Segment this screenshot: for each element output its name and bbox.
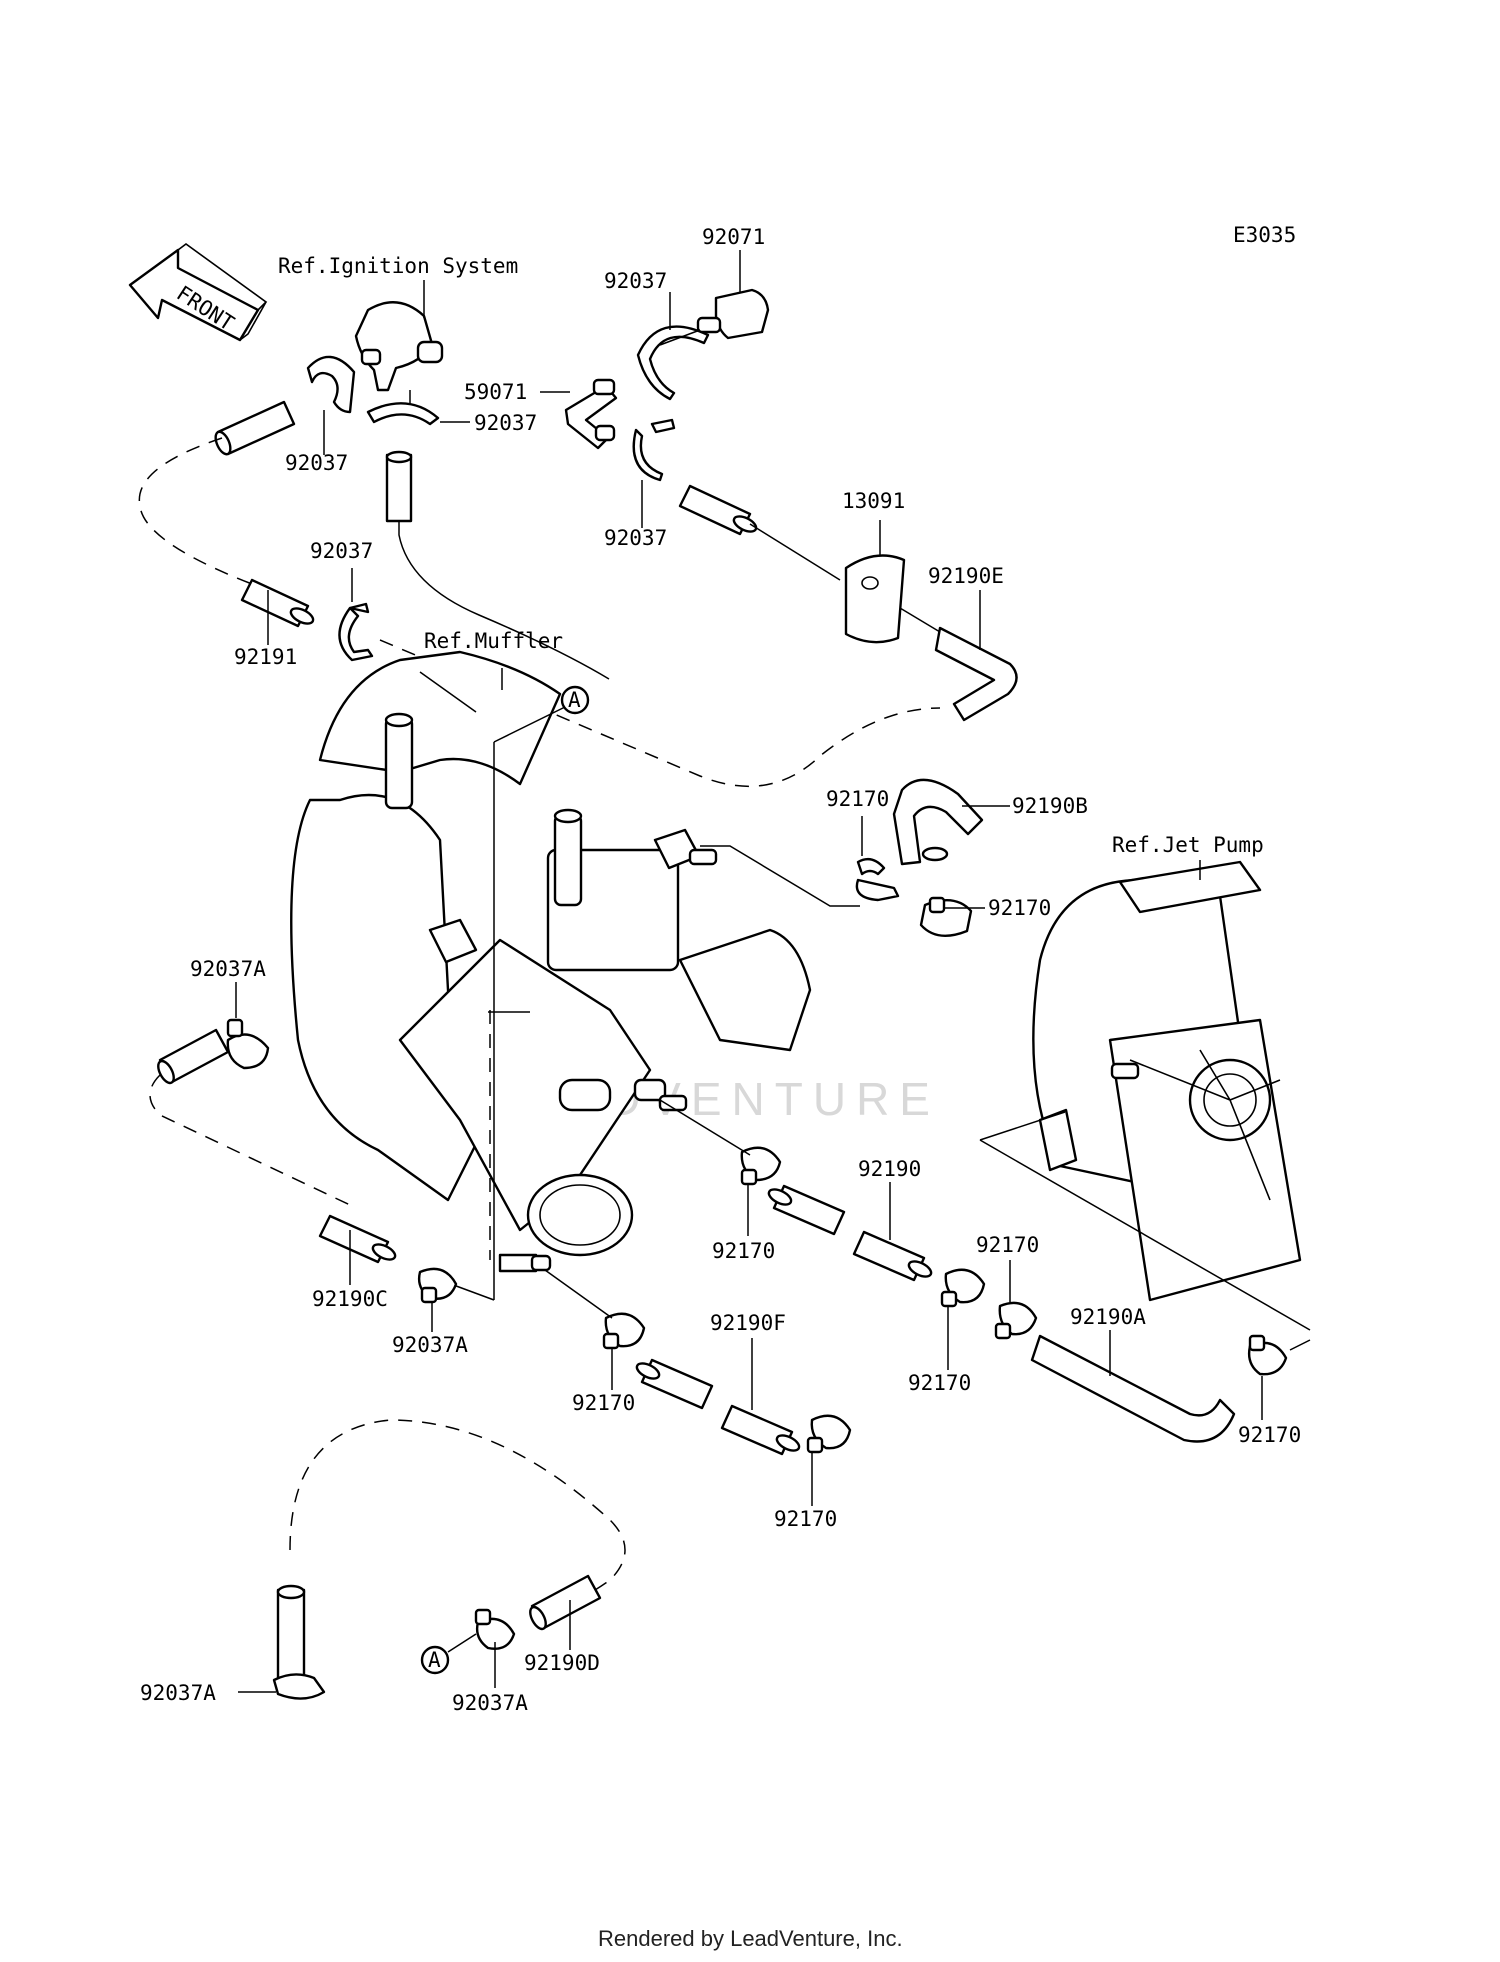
front-arrow-icon: FRONT — [128, 243, 268, 342]
label-92037-ign: 92037 — [474, 411, 537, 435]
label-92170-b: 92170 — [976, 1233, 1039, 1257]
label-92190F: 92190F — [710, 1311, 786, 1335]
filter-13091 — [844, 520, 906, 644]
clamp-top — [636, 325, 710, 401]
hose-92190 — [767, 1182, 933, 1282]
hose-ignition-vertical — [385, 450, 413, 523]
label-92037-left: 92037 — [285, 451, 348, 475]
label-92170-a: 92170 — [712, 1239, 775, 1263]
label-13091: 13091 — [842, 489, 905, 513]
label-92037-mid: 92037 — [604, 526, 667, 550]
ref-jet-pump: Ref.Jet Pump — [1112, 833, 1264, 857]
label-59071: 59071 — [464, 380, 527, 404]
ignition-fitting — [354, 280, 444, 392]
label-92190C: 92190C — [312, 1287, 388, 1311]
clamp-92037A-left — [226, 1033, 270, 1070]
ref-muffler: Ref.Muffler — [424, 629, 563, 653]
part-labels: 92071 92037 59071 92037 92037 92037 1309… — [140, 225, 1301, 1715]
marker-a-top: A — [560, 685, 590, 715]
footer-text: Rendered by LeadVenture, Inc. — [598, 1926, 903, 1951]
hose-route-left-lower — [149, 1074, 351, 1206]
label-92170-e: 92170 — [774, 1507, 837, 1531]
clamp-92170-upper — [855, 857, 900, 902]
hose-bottom-left — [276, 1584, 306, 1680]
hose-92190B — [892, 778, 984, 866]
label-92190: 92190 — [858, 1157, 921, 1181]
engine-muffler-body — [290, 650, 812, 1273]
clamp-92170-upper2 — [919, 899, 973, 937]
hose-92191 — [240, 578, 315, 645]
svg-text:A: A — [428, 1648, 441, 1672]
label-92190B: 92190B — [1012, 794, 1088, 818]
svg-text:A: A — [568, 688, 581, 712]
label-92037A-mid: 92037A — [392, 1333, 468, 1357]
label-92037A-bl: 92037A — [140, 1681, 216, 1705]
clamp-ignition — [366, 402, 440, 426]
hose-92190A — [1030, 1330, 1236, 1443]
hose-92190D — [529, 1574, 602, 1650]
hose-left-short — [214, 400, 296, 456]
hose-route-left — [138, 437, 253, 585]
hose-mid-short — [678, 484, 758, 536]
label-92037-hose: 92037 — [310, 539, 373, 563]
label-92037-top: 92037 — [604, 269, 667, 293]
label-92190A: 92190A — [1070, 1305, 1146, 1329]
label-92190D: 92190D — [524, 1651, 600, 1675]
clamp-92037A-bm — [475, 1617, 516, 1650]
label-92190E: 92190E — [928, 564, 1004, 588]
hose-92190E — [934, 590, 1018, 722]
diagram-code: E3035 — [1233, 223, 1296, 247]
elbow-59071 — [564, 378, 618, 450]
label-92170-c: 92170 — [572, 1391, 635, 1415]
label-92170-upper2: 92170 — [988, 896, 1051, 920]
hose-92190C — [318, 1214, 397, 1285]
label-92037A-left: 92037A — [190, 957, 266, 981]
clamp-hose-left — [338, 602, 374, 662]
label-92170-f: 92170 — [1238, 1423, 1301, 1447]
hose-route-bottom — [289, 1419, 626, 1599]
hose-left-lower — [157, 1028, 230, 1085]
label-92170-upper: 92170 — [826, 787, 889, 811]
marker-a-bottom: A — [420, 1645, 450, 1675]
jet-pump — [1032, 860, 1302, 1302]
ref-ignition-system: Ref.Ignition System — [278, 254, 518, 278]
label-92191: 92191 — [234, 645, 297, 669]
fitting-92071 — [696, 250, 770, 340]
clamp-92037A-bl — [272, 1673, 326, 1700]
label-92170-d: 92170 — [908, 1371, 971, 1395]
label-92037A-bm: 92037A — [452, 1691, 528, 1715]
clamp-left — [306, 355, 356, 414]
hose-92190F — [635, 1338, 801, 1456]
label-92071: 92071 — [702, 225, 765, 249]
clamp-mid — [632, 418, 676, 482]
